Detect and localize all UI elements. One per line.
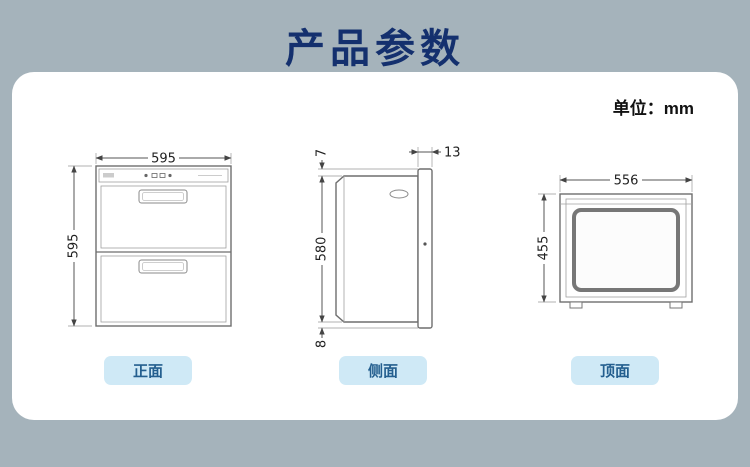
- side-view: 7 580 8 13: [306, 134, 461, 385]
- side-body: [334, 175, 419, 323]
- side-view-label: 侧面: [339, 356, 427, 385]
- lower-drawer-face: [100, 255, 227, 323]
- lower-handle-inner: [142, 262, 184, 271]
- page: 产品参数 单位：mm 595: [12, 27, 738, 420]
- views-row: 595 595: [12, 72, 738, 385]
- side-drawing: 7 580 8 13: [314, 146, 461, 349]
- brand-logo: [103, 173, 114, 178]
- page-title: 产品参数: [285, 27, 465, 71]
- top-depth-dim: 455: [537, 236, 552, 261]
- upper-drawer-face: [100, 185, 227, 249]
- panel-screw: [422, 242, 427, 246]
- right-foot-tab: [669, 301, 683, 309]
- top-view-label: 顶面: [571, 356, 659, 385]
- lower-drawer-handle: [138, 259, 188, 274]
- panel-display-icon: [159, 173, 166, 178]
- control-panel: [98, 168, 229, 183]
- front-view: 595 595: [60, 146, 236, 385]
- top-drawing: 556 455: [537, 173, 693, 309]
- side-panel-depth-dim: 13: [444, 146, 461, 161]
- side-bottom-gap-dim: 8: [314, 340, 329, 348]
- top-inner-frame: [565, 198, 687, 298]
- side-height-dim: 580: [314, 237, 329, 262]
- front-view-label: 正面: [104, 356, 192, 385]
- spec-card: 单位：mm 595: [12, 72, 738, 420]
- left-foot-tab: [569, 301, 583, 309]
- top-view: 556 455 顶面: [530, 168, 700, 385]
- vent-slot: [389, 189, 408, 199]
- front-drawing: 595 595: [67, 151, 232, 327]
- top-opening: [572, 208, 680, 292]
- panel-button-icon: [144, 173, 148, 178]
- top-width-dim: 556: [614, 174, 639, 189]
- side-top-gap-dim: 7: [314, 149, 329, 157]
- front-width-dim: 595: [151, 152, 176, 167]
- unit-label: 单位：mm: [612, 99, 694, 118]
- upper-handle-inner: [142, 192, 184, 201]
- panel-button-icon: [168, 173, 172, 178]
- upper-drawer-handle: [138, 189, 188, 204]
- panel-display-icon: [151, 173, 158, 178]
- front-panel: [416, 168, 433, 329]
- front-height-dim: 595: [67, 234, 82, 259]
